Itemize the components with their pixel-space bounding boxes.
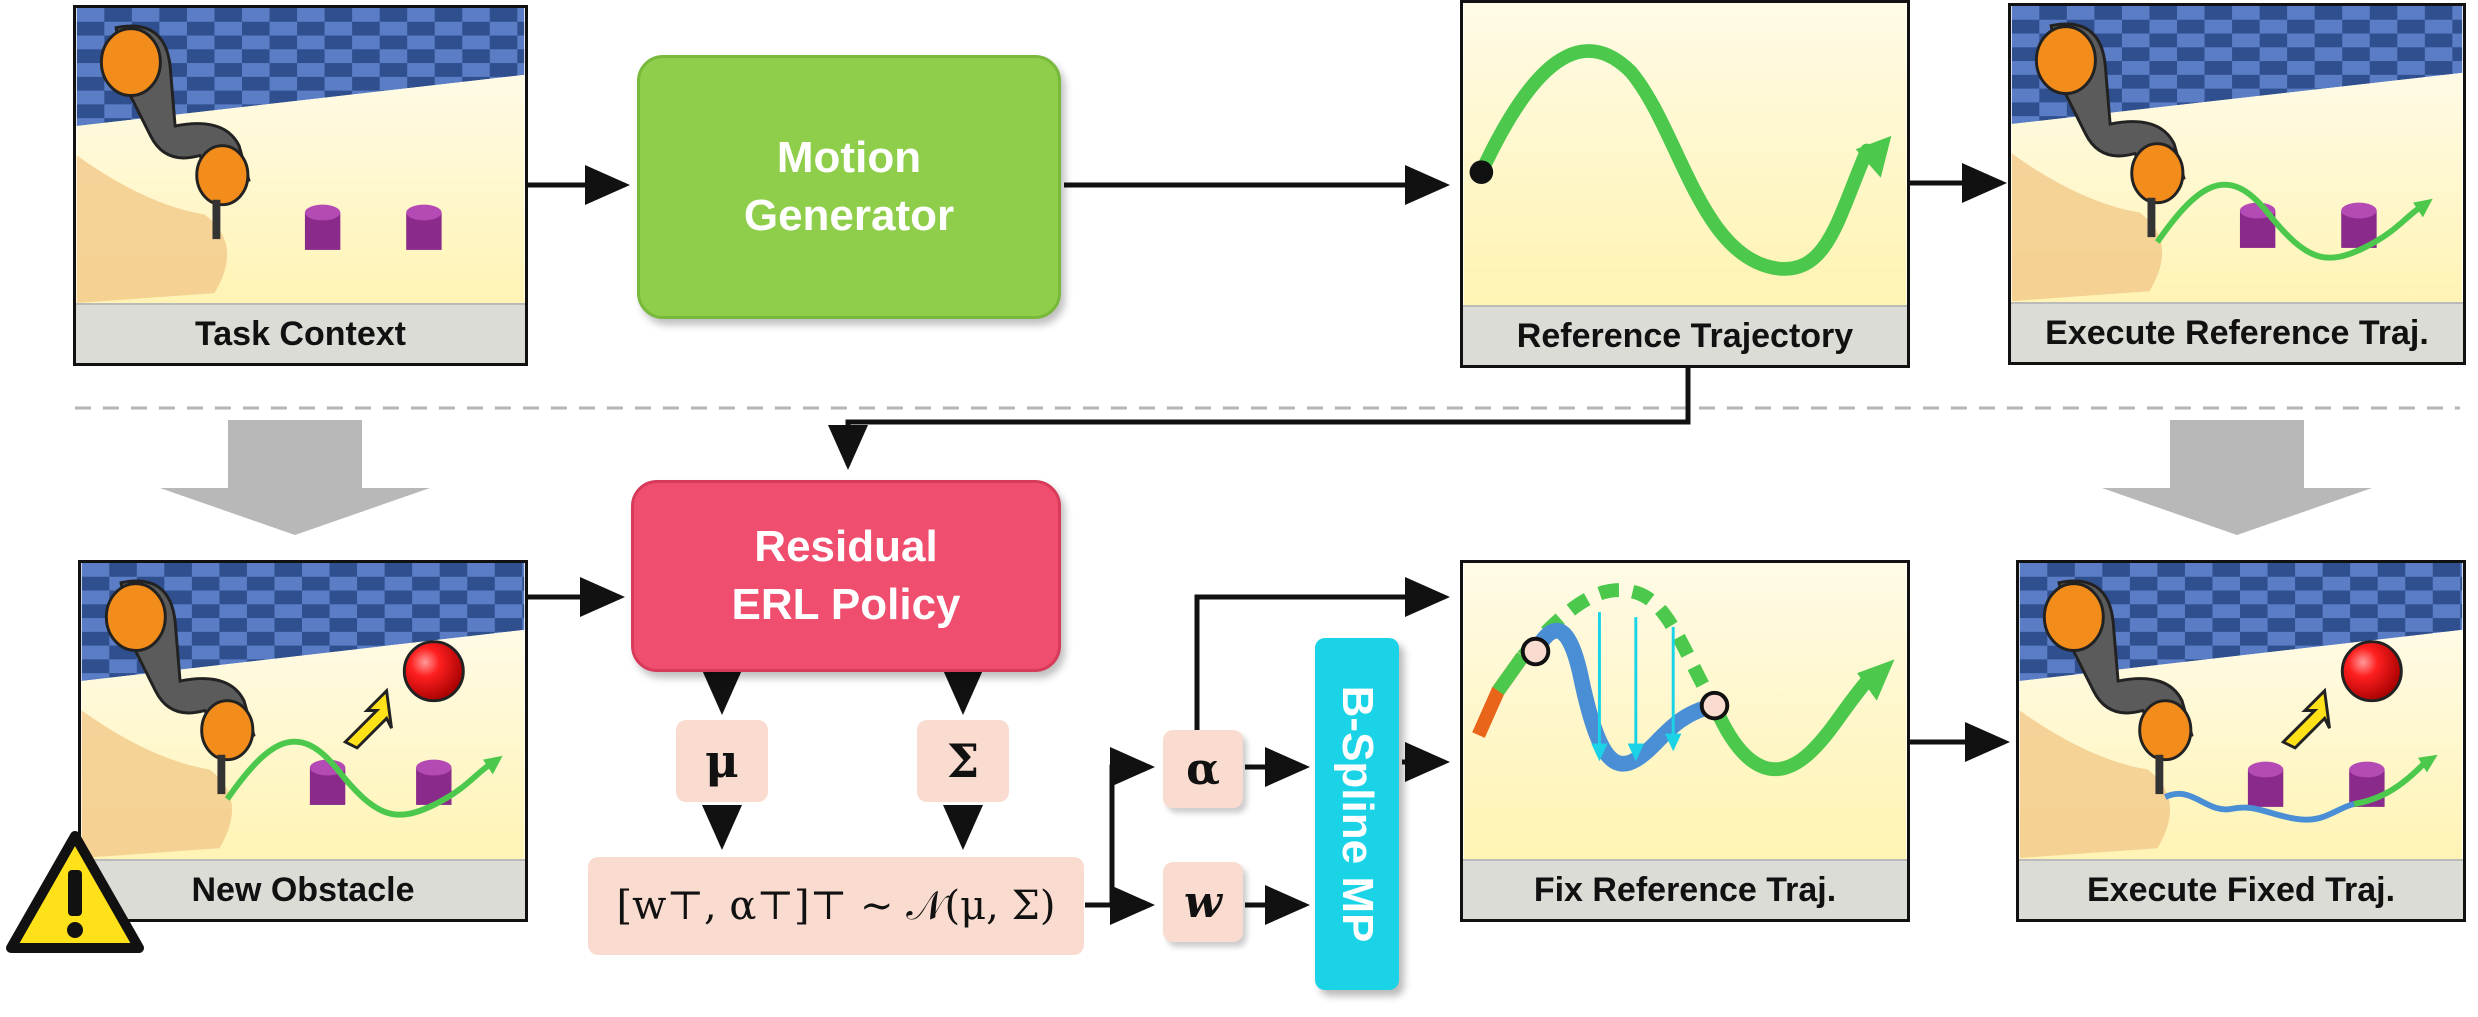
arrow-alpha-to-fix bbox=[1194, 577, 1450, 738]
sigma-chip: Σ bbox=[917, 720, 1009, 802]
residual-policy-line-2: ERL Policy bbox=[731, 580, 961, 629]
bspline-label: B-Spline MP bbox=[1333, 685, 1382, 943]
caption-task-context: Task Context bbox=[76, 303, 525, 363]
alpha-chip: α bbox=[1163, 730, 1243, 808]
robot-scene bbox=[2019, 563, 2463, 919]
robot-arm-icon bbox=[2034, 22, 2186, 238]
panel-new-obstacle: New Obstacle bbox=[78, 560, 528, 922]
panel-execute-fixed: Execute Fixed Traj. bbox=[2016, 560, 2466, 922]
sampling-formula: [w⊤, α⊤]⊤ ∼ 𝒩(μ, Σ) bbox=[616, 883, 1056, 929]
mu-chip: μ bbox=[676, 720, 768, 802]
arrow-sampling-to-alpha bbox=[1085, 747, 1155, 908]
caption-new-obstacle: New Obstacle bbox=[81, 859, 525, 919]
mu-symbol: μ bbox=[705, 734, 739, 788]
caption-execute-reference: Execute Reference Traj. bbox=[2011, 302, 2463, 362]
robot-arm-icon bbox=[104, 579, 256, 795]
panel-reference-trajectory: Reference Trajectory bbox=[1460, 0, 1910, 368]
motion-generator-line-2: Generator bbox=[743, 191, 955, 240]
obstacle-ball-icon bbox=[402, 640, 465, 703]
cylinder-icon bbox=[309, 759, 346, 805]
motion-generator-block: Motion Generator bbox=[637, 55, 1061, 319]
grey-down-arrow-right bbox=[2102, 420, 2372, 535]
arrow-reference-to-policy bbox=[828, 368, 1691, 470]
residual-policy-line-1: Residual bbox=[754, 522, 938, 571]
warning-icon bbox=[6, 831, 144, 953]
w-symbol: w bbox=[1184, 876, 1222, 928]
executed-fixed-curve bbox=[2163, 790, 2355, 823]
panel-execute-reference: Execute Reference Traj. bbox=[2008, 3, 2466, 365]
robot-scene bbox=[2011, 6, 2463, 362]
trajectory-plot bbox=[1463, 3, 1907, 365]
yellow-arrow-icon bbox=[2280, 687, 2331, 750]
panel-fix-reference: Fix Reference Traj. bbox=[1460, 560, 1910, 922]
obstacle-ball-icon bbox=[2340, 640, 2403, 703]
robot-scene bbox=[76, 8, 525, 363]
end-anchor bbox=[1699, 690, 1730, 721]
robot-scene bbox=[81, 563, 525, 919]
w-chip: w bbox=[1163, 862, 1243, 942]
reference-trajectory-curve bbox=[1474, 44, 1874, 276]
fixed-trajectory-curve bbox=[1527, 622, 1723, 772]
bspline-block bbox=[1315, 638, 1399, 990]
panel-task-context: Task Context bbox=[73, 5, 528, 366]
sigma-symbol: Σ bbox=[946, 734, 980, 788]
motion-generator-line-1: Motion bbox=[776, 133, 922, 182]
cylinder-icon bbox=[2239, 202, 2276, 248]
start-point bbox=[1469, 160, 1494, 184]
start-anchor bbox=[1520, 636, 1551, 667]
residual-policy-block: Residual ERL Policy bbox=[631, 480, 1061, 672]
caption-reference-trajectory: Reference Trajectory bbox=[1463, 305, 1907, 365]
cylinder-icon bbox=[304, 204, 341, 250]
correction-arrows bbox=[1591, 612, 1682, 762]
caption-fix-reference: Fix Reference Traj. bbox=[1463, 859, 1907, 919]
sampling-formula-chip: [w⊤, α⊤]⊤ ∼ 𝒩(μ, Σ) bbox=[588, 857, 1084, 955]
cylinder-icon bbox=[2247, 761, 2284, 807]
alpha-symbol: α bbox=[1186, 743, 1220, 795]
grey-down-arrow-left bbox=[160, 420, 430, 535]
cylinder-icon bbox=[406, 204, 442, 250]
original-reference-dashed bbox=[1517, 583, 1721, 710]
robot-arm-icon bbox=[2042, 579, 2194, 795]
robot-arm-icon bbox=[99, 24, 251, 240]
executed-reference-curve bbox=[2154, 181, 2422, 261]
yellow-arrow-icon bbox=[342, 687, 393, 750]
caption-execute-fixed: Execute Fixed Traj. bbox=[2019, 859, 2463, 919]
